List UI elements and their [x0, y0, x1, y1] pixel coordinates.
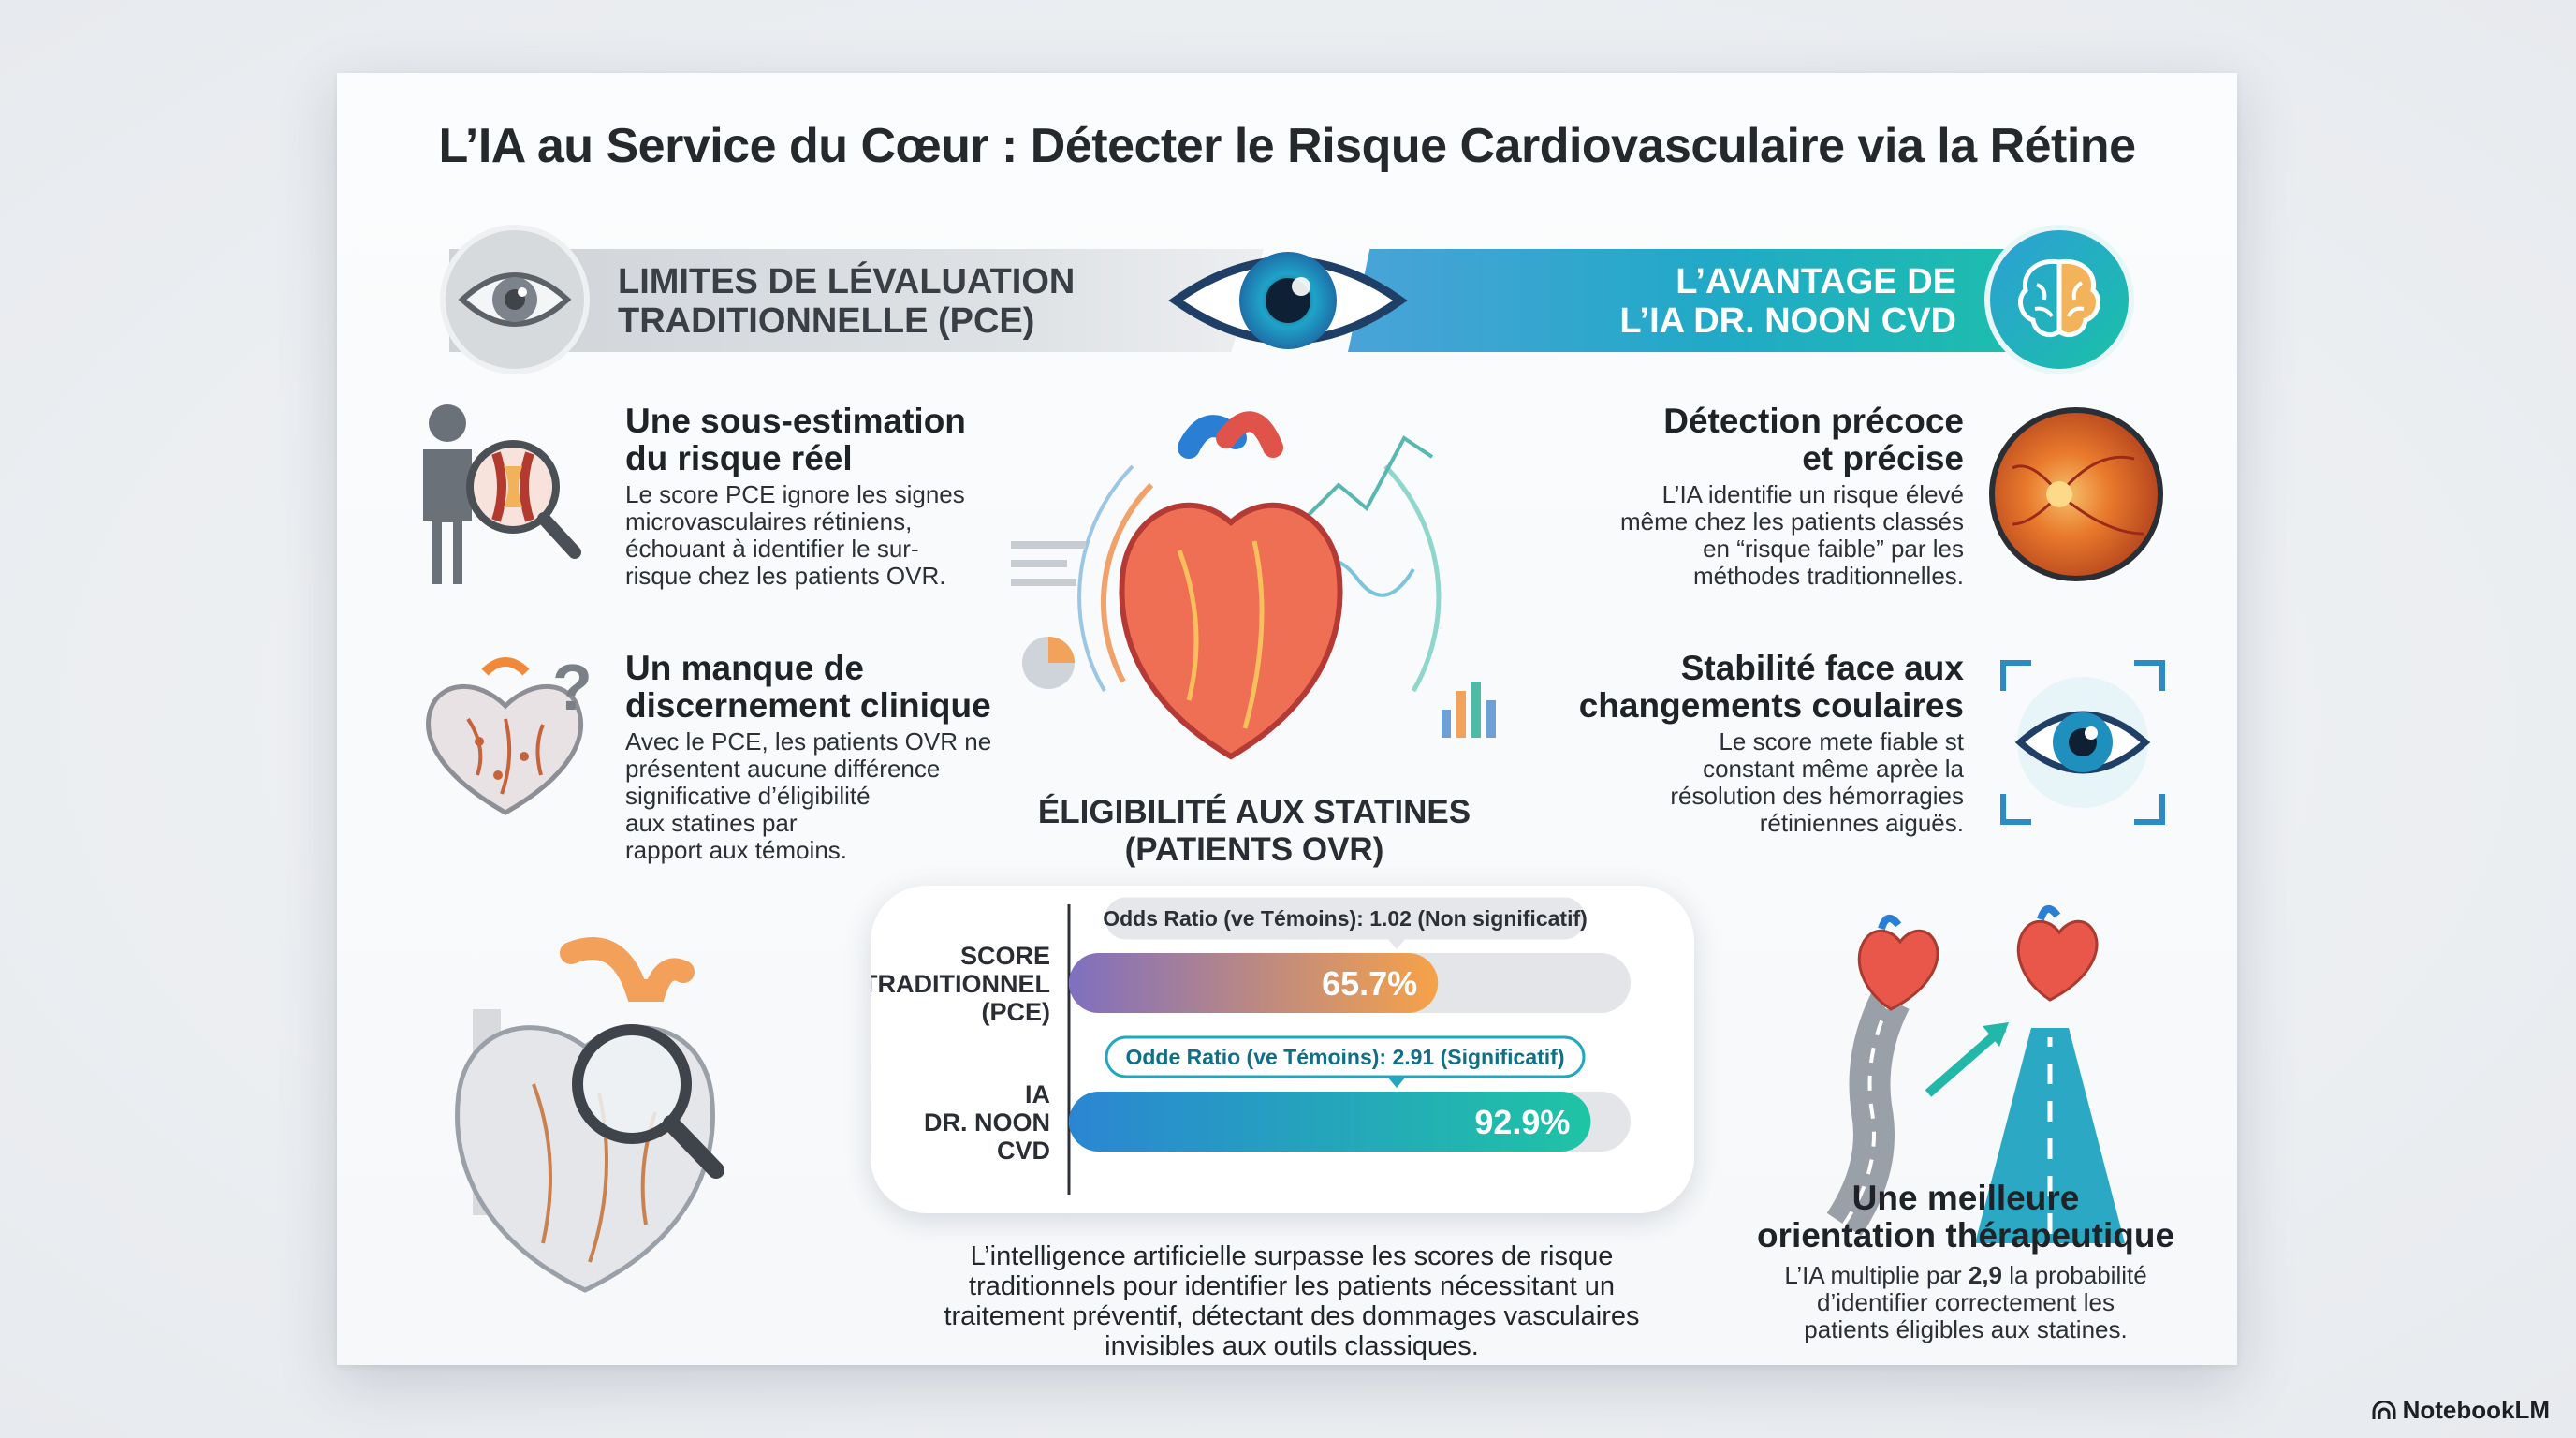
scanned-eye-icon [2000, 660, 2165, 825]
road-hearts-illustration [1826, 905, 2125, 1243]
category-label: CVD [997, 1137, 1050, 1165]
right-s3-body: L’IA multiplie par 2,9 la probabilité d’… [1784, 1261, 2147, 1343]
gray-eye-icon [440, 225, 590, 374]
page-title: L’IA au Service du Cœur : Détecter le Ri… [438, 119, 2137, 173]
chart-title: ÉLIGIBILITÉ AUX STATINES (PATIENTS OVR) [1037, 794, 1471, 868]
central-heart-illustration [1011, 411, 1496, 760]
right-s1-title: Détection précoce et précise [1663, 402, 1964, 477]
category-label: (PCE) [982, 998, 1051, 1026]
heart-question-icon: ? [426, 651, 593, 815]
category-label: IA [1025, 1080, 1050, 1108]
header-left-label: LIMITES DE LÉVALUATION TRADITIONNELLE (P… [618, 262, 1076, 341]
right-s3-title: Une meilleure orientation thérapeutique [1756, 1179, 2175, 1255]
left-s1-body: Le score PCE ignore les signes microvasc… [625, 480, 965, 590]
statin-eligibility-chart: 65.7% Odds Ratio (ve Témoins): 1.02 (Non … [871, 897, 1631, 1195]
infographic-card: L’IA au Service du Cœur : Détecter le Ri… [337, 73, 2237, 1365]
annotation-pointer [1387, 1077, 1406, 1088]
bar-value-label: 92.9% [1474, 1103, 1570, 1141]
bar [1069, 953, 1439, 1013]
left-s1-title: Une sous-estimation du risque réel [625, 402, 966, 477]
left-s2-title: Un manque de discernement clinique [625, 649, 991, 725]
bar-value-label: 65.7% [1322, 964, 1417, 1003]
brand-label: NotebookLM [2371, 1396, 2550, 1425]
odds-ratio-annotation-box [1105, 897, 1586, 940]
header-band-right [1348, 249, 2078, 352]
brain-icon [1984, 225, 2134, 374]
annotation-pointer [1387, 938, 1406, 949]
header-right-label: L’AVANTAGE DE L’IA DR. NOON CVD [1619, 262, 1956, 341]
center-eye-icon [1168, 252, 1408, 349]
notebooklm-logo-icon [2372, 1400, 2396, 1419]
bar [1069, 1092, 1591, 1152]
right-s2-title: Stabilité face aux changements coulaires [1578, 649, 1964, 725]
category-label: SCORE [960, 942, 1050, 970]
retina-icon [1989, 407, 2163, 581]
odds-ratio-annotation-box [1105, 1035, 1586, 1078]
category-label: TRADITIONNEL [871, 970, 1050, 998]
heart-magnifier-illustration [455, 937, 724, 1293]
right-s1-body: L’IA identifie un risque élevé même chez… [1619, 480, 1964, 590]
chart-caption: L’intelligence artificielle surpasse les… [944, 1241, 1640, 1361]
left-s2-body: Avec le PCE, les patients OVR ne présent… [625, 727, 992, 864]
category-label: DR. NOON [924, 1108, 1050, 1137]
person-magnifier-icon [423, 404, 581, 584]
svg-text:?: ? [552, 651, 593, 724]
odds-ratio-annotation: Odde Ratio (ve Témoins): 2.91 (Significa… [1125, 1045, 1564, 1069]
odds-ratio-annotation: Odds Ratio (ve Témoins): 1.02 (Non signi… [1103, 906, 1588, 931]
right-s2-body: Le score mete fiable st constant même ap… [1670, 727, 1964, 837]
